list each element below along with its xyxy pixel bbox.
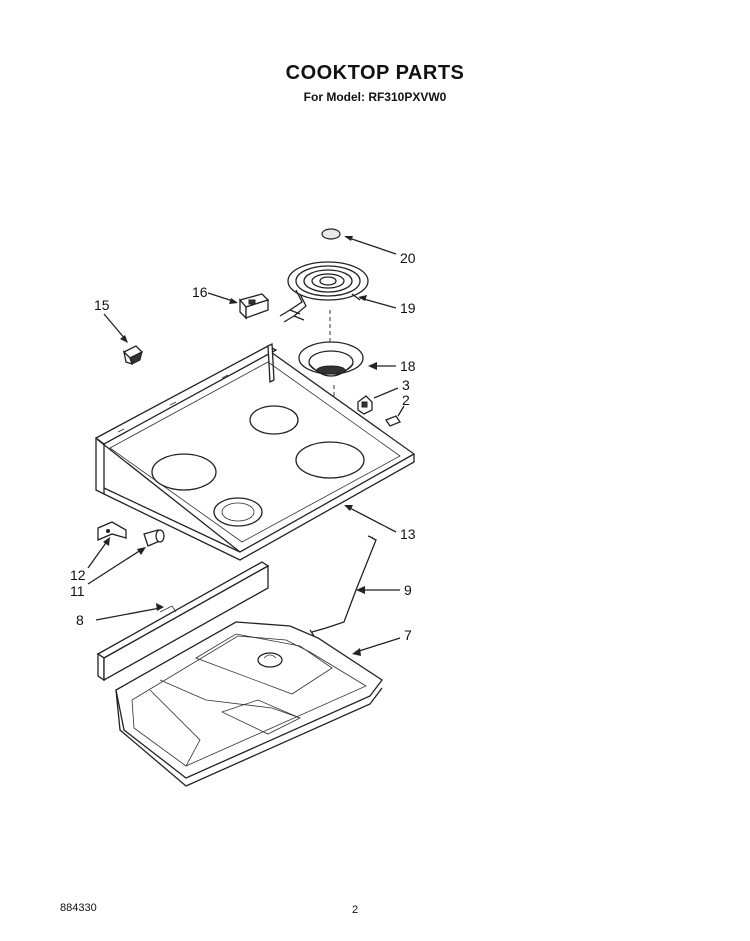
part-11-spacer: [143, 529, 165, 547]
part-15-clip: [122, 345, 144, 366]
callout-11: 11: [70, 583, 85, 599]
callout-12: 12: [70, 567, 86, 583]
part-20-cap: [321, 228, 341, 240]
part-7-cooktop-pan: [115, 621, 383, 787]
callout-20: 20: [400, 250, 416, 266]
part-18-drip-bowl: [298, 341, 364, 377]
callout-7: 7: [404, 627, 412, 643]
document-number: 884330: [60, 902, 97, 914]
part-9-rod: [309, 535, 377, 637]
callout-15: 15: [94, 297, 110, 313]
part-3-receptacle: [357, 395, 373, 415]
callout-16: 16: [192, 284, 208, 300]
callout-19: 19: [400, 300, 416, 316]
callout-3: 3: [402, 377, 410, 393]
callout-9: 9: [404, 582, 412, 598]
callout-13: 13: [400, 526, 416, 542]
callout-2: 2: [402, 392, 410, 408]
callout-18: 18: [400, 358, 416, 374]
part-8-front-panel: [96, 561, 270, 682]
callout-8: 8: [76, 612, 84, 628]
part-19-surface-element: [279, 261, 369, 323]
page-number: 2: [352, 904, 359, 916]
model-subtitle: For Model: RF310PXVW0: [303, 90, 447, 104]
page-title: COOKTOP PARTS: [285, 62, 465, 84]
part-13-cooktop: [94, 342, 416, 561]
part-16-terminal-block: [238, 293, 270, 320]
part-2-screw: [385, 415, 401, 427]
part-12-bracket: [97, 521, 127, 541]
